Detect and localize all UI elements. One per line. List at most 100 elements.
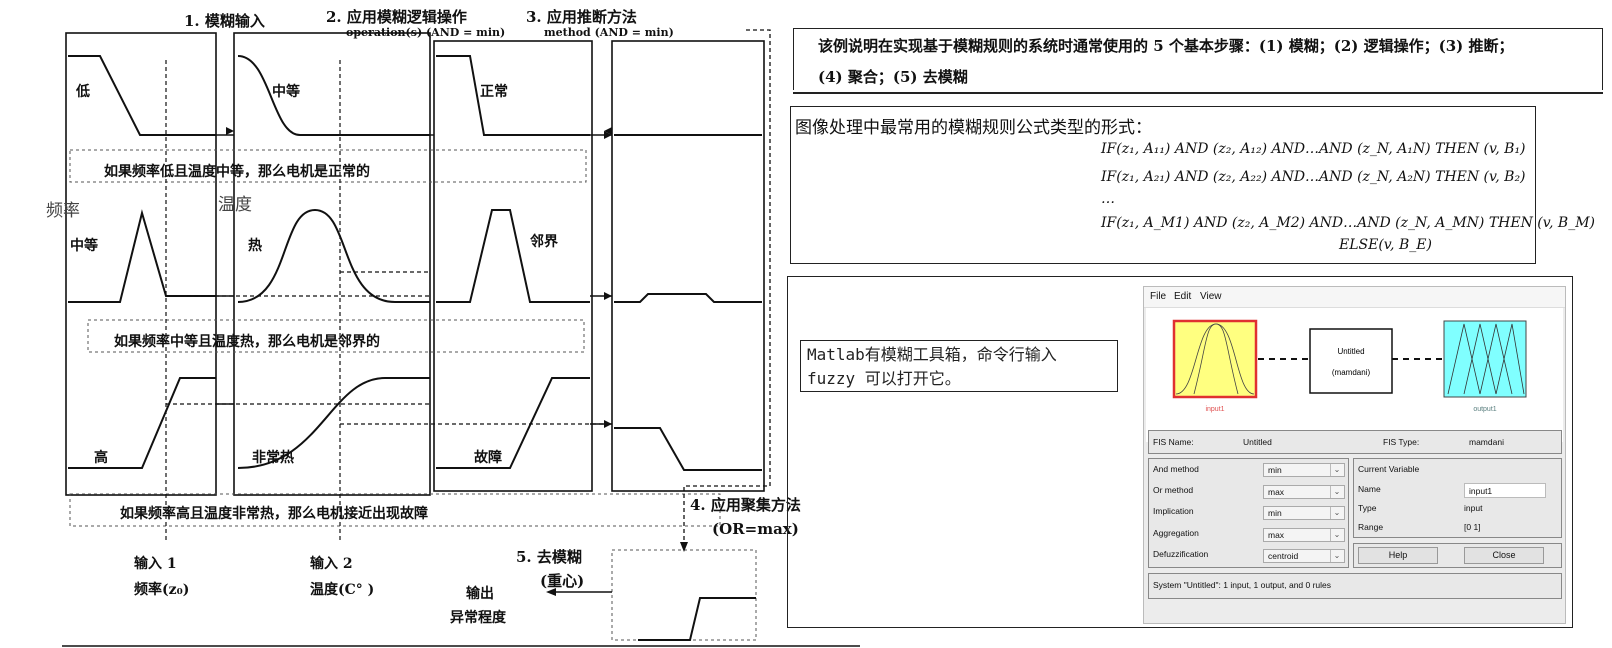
defuzzification-label: Defuzzification: [1153, 549, 1209, 559]
variable-name-label: Name: [1358, 484, 1381, 494]
set-hot: 热: [248, 237, 262, 254]
step5-subtitle: (重心): [540, 572, 584, 590]
chevron-down-icon: ⌄: [1330, 464, 1343, 476]
step4-subtitle: (OR=max): [712, 520, 799, 538]
menu-edit[interactable]: Edit: [1174, 291, 1192, 302]
set-medium-temp: 中等: [272, 83, 300, 100]
chevron-down-icon: ⌄: [1330, 529, 1343, 541]
output1-block[interactable]: [1443, 320, 1527, 398]
matlab-box: [787, 276, 1573, 628]
side-label-temperature: 温度: [218, 195, 252, 215]
aggregation-select[interactable]: max ⌄: [1263, 528, 1345, 542]
input2-sublabel: 温度(C° ): [310, 581, 374, 598]
input1-block-label: input1: [1205, 406, 1224, 413]
mf-very-hot: [237, 377, 430, 469]
aggregated-output: [638, 597, 756, 641]
implication-label: Implication: [1153, 506, 1194, 516]
fis-menubar: File Edit View: [1144, 287, 1565, 308]
mf-high: [68, 377, 216, 469]
current-variable-panel: Current Variable Name input1 Type input …: [1353, 458, 1562, 538]
set-low: 低: [75, 83, 90, 100]
variable-range-value: [0 1]: [1464, 522, 1481, 532]
column-output-frame: [611, 40, 765, 492]
fis-name-label: FIS Name:: [1153, 437, 1194, 447]
fis-center-subtitle: (mamdani): [1332, 368, 1371, 377]
aggregation-value: max: [1268, 530, 1285, 540]
mf-low: [68, 55, 216, 136]
chevron-down-icon: ⌄: [1330, 550, 1343, 562]
mf-fault: [436, 377, 590, 469]
column-input1-frame: [65, 32, 217, 496]
mf-medium-freq: [68, 209, 216, 303]
step2-title: 2. 应用模糊逻辑操作: [326, 8, 467, 26]
implication-value: min: [1268, 508, 1282, 518]
set-medium-freq: 中等: [70, 237, 98, 254]
chevron-down-icon: ⌄: [1330, 507, 1343, 519]
fis-type-label: FIS Type:: [1383, 437, 1420, 447]
close-button[interactable]: Close: [1464, 547, 1544, 564]
button-panel: Help Close: [1353, 543, 1562, 568]
steps-summary-line2: (4) 聚合；(5) 去模糊: [818, 68, 968, 86]
output-sublabel: 异常程度: [450, 609, 507, 626]
rule-3-text: 如果频率高且温度非常热，那么电机接近出现故障: [120, 505, 428, 522]
rule-2-text: 如果频率中等且温度热，那么电机是邻界的: [114, 333, 380, 350]
implication-select[interactable]: min ⌄: [1263, 506, 1345, 520]
fis-diagram-canvas: input1 Untitled (mamdani) output1: [1146, 308, 1563, 442]
rule-formula-dots: …: [1101, 191, 1115, 207]
mf-hot: [237, 208, 430, 303]
step5-title: 5. 去模糊: [516, 548, 582, 566]
variable-type-value: input: [1464, 503, 1483, 513]
step2-subtitle: operation(s) (AND = min): [346, 26, 505, 39]
step4-title: 4. 应用聚集方法: [690, 496, 801, 514]
or-method-value: max: [1268, 487, 1285, 497]
rule-formula-1: IF(z₁, A₁₁) AND (z₂, A₁₂) AND…AND (z_N, …: [1101, 141, 1526, 157]
defuzzification-select[interactable]: centroid ⌄: [1263, 549, 1345, 563]
methods-panel: And method min ⌄ Or method max ⌄ Implicati…: [1148, 458, 1349, 568]
rule-formula-2: IF(z₁, A₂₁) AND (z₂, A₂₂) AND…AND (z_N, …: [1101, 169, 1526, 185]
aggregation-label: Aggregation: [1153, 528, 1199, 538]
status-panel: System "Untitled": 1 input, 1 output, an…: [1148, 573, 1562, 599]
or-method-label: Or method: [1153, 485, 1194, 495]
set-critical: 邻界: [530, 233, 559, 250]
step1-title: 1. 模糊输入: [184, 12, 265, 30]
current-variable-title: Current Variable: [1358, 464, 1420, 474]
column-input2-frame: [233, 32, 431, 496]
variable-name-input[interactable]: input1: [1464, 483, 1546, 498]
input1-sublabel: 频率(z₀): [134, 581, 189, 598]
menu-file[interactable]: File: [1150, 291, 1167, 302]
step3-title: 3. 应用推断方法: [526, 8, 637, 26]
fuzzy-inference-diagram: 1. 模糊输入 2. 应用模糊逻辑操作 operation(s) (AND = …: [46, 8, 860, 647]
fis-name-panel: FIS Name: Untitled FIS Type: mamdani: [1148, 430, 1562, 454]
matlab-note: Matlab有模糊工具箱，命令行输入 fuzzy 可以打开它。: [800, 340, 1118, 392]
fis-center-title: Untitled: [1337, 347, 1364, 356]
fis-type-value: mamdani: [1469, 437, 1504, 447]
input2-label: 输入 2: [310, 555, 353, 572]
or-method-select[interactable]: max ⌄: [1263, 485, 1345, 499]
set-high: 高: [94, 449, 108, 466]
rule-formula-else: ELSE(v, B_E): [1339, 237, 1432, 253]
output1-block-label: output1: [1473, 406, 1496, 413]
fis-name-value: Untitled: [1243, 437, 1272, 447]
fis-structure-svg: input1 Untitled (mamdani) output1: [1172, 319, 1527, 413]
chevron-down-icon: ⌄: [1330, 486, 1343, 498]
steps-summary-box: 该例说明在实现基于模糊规则的系统时通常使用的 5 个基本步骤：(1) 模糊；(2…: [793, 28, 1603, 90]
set-very-hot: 非常热: [252, 449, 294, 466]
rule-formula-heading: 图像处理中最常用的模糊规则公式类型的形式：: [795, 118, 1152, 138]
rule-formula-box: 图像处理中最常用的模糊规则公式类型的形式： IF(z₁, A₁₁) AND (z…: [790, 106, 1595, 264]
and-method-label: And method: [1153, 464, 1199, 474]
set-normal: 正常: [480, 83, 508, 100]
steps-summary-divider: [793, 92, 1603, 94]
set-fault: 故障: [474, 449, 502, 466]
steps-summary-line1: 该例说明在实现基于模糊规则的系统时通常使用的 5 个基本步骤：(1) 模糊；(2…: [818, 37, 1514, 55]
step3-subtitle: method (AND = min): [544, 26, 674, 39]
help-button[interactable]: Help: [1358, 547, 1438, 564]
and-method-select[interactable]: min⌄: [1263, 463, 1345, 477]
rule-formula-m: IF(z₁, A_M1) AND (z₂, A_M2) AND…AND (z_N…: [1101, 215, 1595, 231]
variable-range-label: Range: [1358, 522, 1384, 532]
defuzzification-value: centroid: [1268, 551, 1299, 561]
menu-view[interactable]: View: [1200, 291, 1222, 302]
rule-1-text: 如果频率低且温度中等，那么电机是正常的: [104, 163, 370, 180]
side-label-frequency: 频率: [46, 201, 80, 221]
fis-center-block[interactable]: [1309, 328, 1393, 394]
output-label: 输出: [466, 585, 494, 602]
